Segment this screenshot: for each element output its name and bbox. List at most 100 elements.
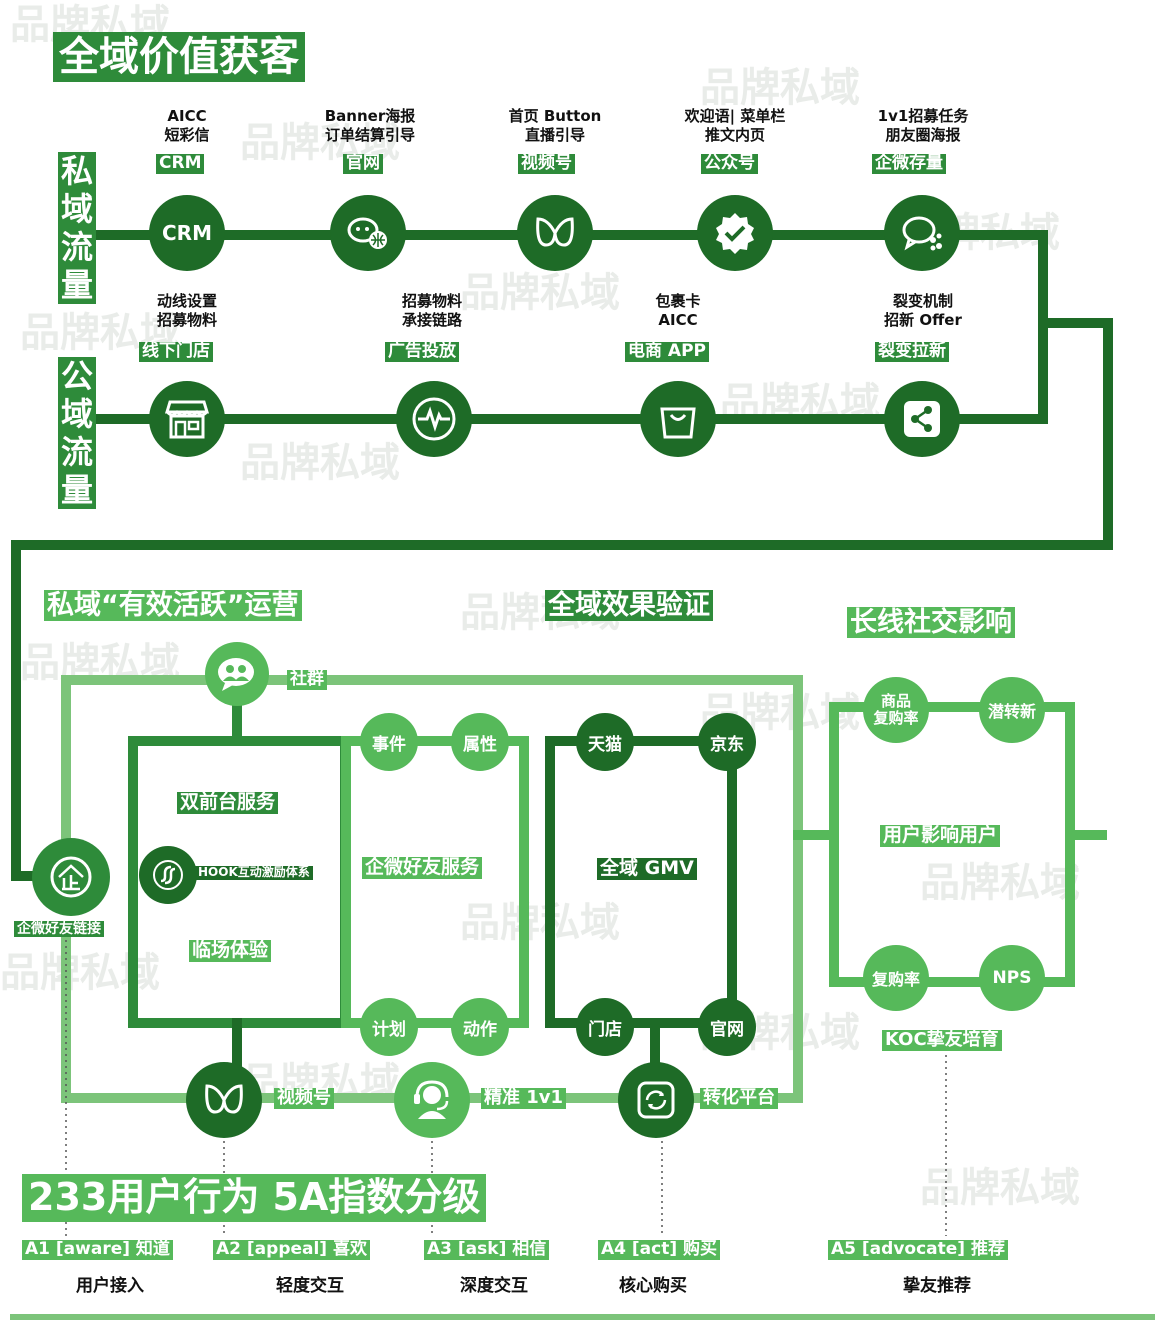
caption-line: 直播引导 (524, 126, 585, 144)
caption-line: 欢迎语| 菜单栏 (684, 107, 786, 125)
caption-line: 推文内页 (704, 126, 765, 144)
video-channel-icon[interactable] (186, 1062, 262, 1138)
caption-line: 包裹卡 (655, 292, 701, 310)
caption-line: 动线设置 (156, 292, 217, 310)
node-line: 商品 (880, 692, 911, 710)
wecom-link-icon[interactable] (32, 838, 110, 916)
community-icon (218, 658, 254, 691)
attribute-node[interactable]: 属性 (451, 713, 509, 771)
watermark: 品牌私域 (460, 900, 620, 946)
action-node[interactable]: 动作 (451, 998, 509, 1056)
repurchase-node[interactable]: 复购率 (863, 945, 929, 1011)
community-icon[interactable] (205, 642, 269, 706)
stage-a2: A2 [appeal] 喜欢 (213, 1239, 370, 1260)
hook-label: HOOK互动激励体系 (195, 865, 313, 880)
share-icon[interactable] (884, 381, 960, 457)
channel-tag-website: 官网 (343, 153, 383, 174)
node-caption: 招募物料 承接链路 (372, 292, 492, 330)
product-repurchase-node[interactable]: 商品 复购率 (863, 677, 929, 743)
node-caption: 1v1招募任务 朋友圈海报 (858, 107, 988, 145)
node-caption: 裂变机制 招新 Offer (868, 292, 978, 330)
public-traffic-title: 公域流量 (58, 357, 96, 509)
node-caption: 包裹卡 AICC (628, 292, 728, 330)
plan-node[interactable]: 计划 (360, 998, 418, 1056)
private-traffic-title: 私域流量 (58, 152, 96, 304)
stage-a4: A4 [act] 购买 (598, 1239, 721, 1260)
refresh-icon[interactable] (618, 1062, 694, 1138)
channel-tag-ecommerce: 电商 APP (625, 341, 709, 362)
nps-node[interactable]: NPS (979, 945, 1045, 1011)
video-label: 视频号 (274, 1087, 334, 1109)
caption-line: AICC (167, 107, 207, 125)
video-channel-icon[interactable] (517, 195, 593, 271)
channel-tag-ads: 广告投放 (385, 341, 459, 362)
user-influence-label: 用户影响用户 (880, 824, 1001, 847)
node-caption: AICC 短彩信 (137, 107, 237, 145)
website-node[interactable]: 官网 (698, 998, 756, 1056)
section-title-social: 长线社交影响 (847, 607, 1015, 639)
node-line: 复购率 (873, 709, 919, 727)
node-caption: 欢迎语| 菜单栏 推文内页 (660, 107, 810, 145)
hook-icon[interactable] (139, 846, 197, 904)
store-icon[interactable] (149, 381, 225, 457)
wecom-service-label: 企微好友服务 (362, 856, 483, 879)
verified-check-icon (716, 213, 754, 254)
potential-node[interactable]: 潜转新 (979, 677, 1045, 743)
section-title-verify: 全域效果验证 (545, 590, 713, 622)
wechat-chat-icon (347, 217, 387, 249)
node-caption: 首页 Button 直播引导 (490, 107, 620, 145)
wechat-chat-icon[interactable] (330, 195, 406, 271)
video-channel-icon (205, 1084, 243, 1114)
caption-line: AICC (658, 311, 698, 329)
shopping-bag-icon (660, 407, 696, 439)
headset-icon[interactable] (394, 1062, 470, 1138)
stage-a1: A1 [aware] 知道 (22, 1239, 173, 1260)
dual-front-label: 双前台服务 (177, 791, 279, 814)
community-label: 社群 (287, 669, 327, 690)
caption-line: Banner海报 (324, 107, 416, 125)
stage-a4-desc: 核心购买 (619, 1276, 687, 1296)
watermark: 品牌私域 (240, 440, 400, 486)
caption-line: 短彩信 (164, 126, 210, 144)
hook-icon (153, 860, 183, 890)
channel-tag-crm: CRM (156, 153, 205, 174)
channel-tag-wecom: 企微存量 (872, 153, 946, 174)
caption-line: 裂变机制 (892, 292, 953, 310)
video-channel-icon (536, 217, 574, 247)
caption-line: 招新 Offer (884, 311, 962, 329)
channel-tag-store: 线下门店 (139, 341, 213, 362)
caption-line: 首页 Button (508, 107, 602, 125)
stage-a1-desc: 用户接入 (76, 1276, 144, 1296)
wecom-icon[interactable] (884, 195, 960, 271)
pulse-icon[interactable] (396, 381, 472, 457)
caption-line: 订单结算引导 (324, 126, 415, 144)
section-title-ops: 私域“有效活跃”运营 (44, 590, 302, 622)
refresh-icon (637, 1081, 675, 1119)
grading-title: 233用户行为 5A指数分级 (22, 1174, 487, 1222)
page-title: 全域价值获客 (53, 32, 305, 82)
tmall-node[interactable]: 天猫 (576, 713, 634, 771)
event-node[interactable]: 事件 (360, 713, 418, 771)
headset-icon (414, 1080, 449, 1119)
wecom-link-label: 企微好友链接 (14, 921, 104, 938)
caption-line: 招募物料 (401, 292, 462, 310)
store-node[interactable]: 门店 (576, 998, 634, 1056)
jd-node[interactable]: 京东 (698, 713, 756, 771)
store-icon (164, 400, 210, 439)
stage-a3: A3 [ask] 相信 (424, 1239, 550, 1260)
pulse-icon (412, 397, 456, 441)
verified-check-icon[interactable] (697, 195, 773, 271)
caption-line: 朋友圈海报 (885, 126, 961, 144)
node-caption: Banner海报 订单结算引导 (300, 107, 440, 145)
shopping-bag-icon[interactable] (640, 381, 716, 457)
wecom-icon (902, 216, 942, 251)
watermark: 品牌私域 (920, 860, 1080, 906)
onsite-experience-label: 临场体验 (189, 939, 272, 962)
precise-1v1-label: 精准 1v1 (481, 1087, 567, 1109)
channel-tag-fission: 裂变拉新 (875, 341, 949, 362)
watermark: 品牌私域 (460, 270, 620, 316)
stage-a3-desc: 深度交互 (460, 1276, 528, 1296)
koc-label: KOC挚友培育 (882, 1029, 1002, 1051)
crm-icon[interactable]: CRM (149, 195, 225, 271)
gmv-label: 全域 GMV (597, 857, 697, 880)
